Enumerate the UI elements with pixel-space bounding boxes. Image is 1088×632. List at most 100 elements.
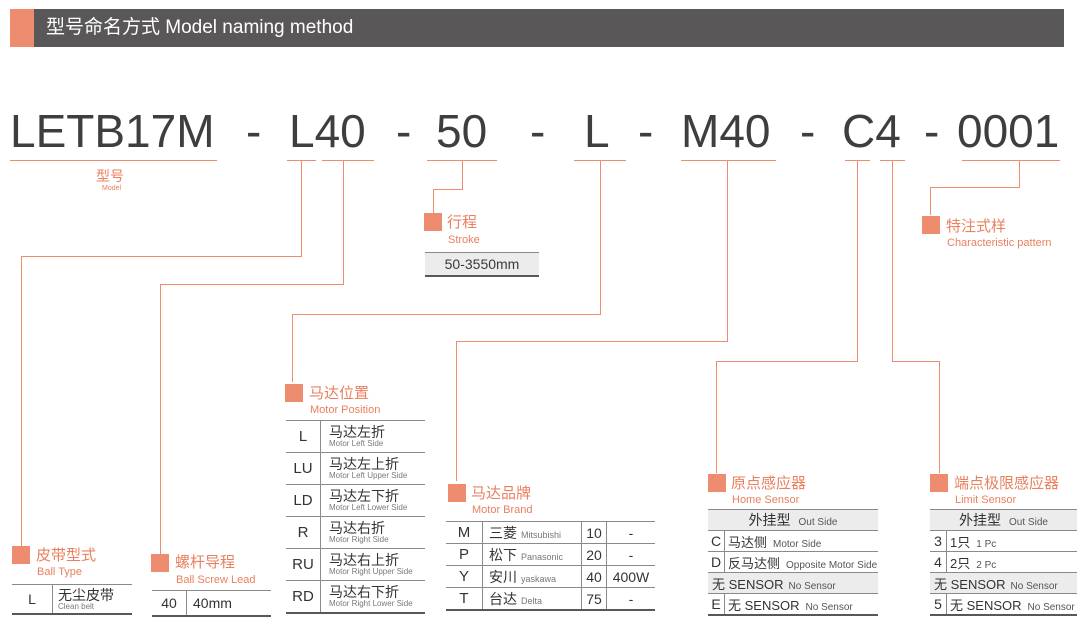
connector-stroke-h	[433, 189, 463, 190]
brand-code: M	[446, 521, 483, 544]
table-row: 无 SENSOR No Sensor	[930, 572, 1077, 594]
limit_sensor-row-code: 3	[930, 530, 947, 552]
brand-size: 75	[581, 587, 607, 611]
connector-brand-v1	[727, 160, 728, 341]
lead-table: 40 40mm	[152, 590, 271, 617]
limit_sensor-head-en: Out Side	[1009, 517, 1048, 528]
home_sensor-row-cn: 无 SENSOR	[712, 576, 784, 592]
home-title-en: Home Sensor	[732, 494, 800, 506]
home_sensor-row-cn: 无 SENSOR	[728, 597, 800, 613]
connector-lead-h	[160, 284, 344, 285]
limit_sensor-row-cn: 2只	[950, 555, 971, 571]
brand-name: 三菱 Mitsubishi	[482, 521, 582, 544]
code-dash-1: -	[246, 105, 262, 157]
stroke-title-cn: 行程	[447, 214, 478, 231]
table-row: 外挂型 Out Side	[930, 509, 1077, 531]
limit_sensor-row-cn: 无 SENSOR	[950, 597, 1022, 613]
brand-power: -	[606, 543, 655, 566]
home_sensor-row-en: Motor Side	[773, 538, 822, 550]
connector-brand-h	[456, 341, 728, 342]
limit_sensor-row-cn: 无 SENSOR	[934, 576, 1006, 592]
home_sensor-row-en: Opposite Motor Side	[786, 559, 878, 571]
code-dash-5: -	[800, 105, 816, 157]
connector-home-v2	[716, 361, 717, 473]
limit_sensor-head: 外挂型 Out Side	[930, 509, 1077, 531]
underline-model	[10, 160, 217, 161]
brand-name-cn: 三菱	[489, 524, 517, 541]
limit-title-en: Limit Sensor	[955, 494, 1017, 506]
code-motor: L40	[289, 105, 366, 157]
brand-code: T	[446, 587, 483, 611]
home_sensor-row-code: E	[708, 593, 725, 616]
home-title-cn: 原点感应器	[731, 475, 807, 492]
brand-name-cn: 松下	[489, 546, 517, 563]
model-label-en: Model	[102, 185, 122, 192]
characteristic-title-en: Characteristic pattern	[947, 237, 1052, 249]
brand-name-en: yaskawa	[521, 573, 557, 584]
limit_sensor-row-desc: 1只 1 Pc	[946, 530, 1077, 552]
position-desc-en: Motor Right Lower Side	[329, 599, 413, 608]
lead-title-cn: 螺杆导程	[175, 554, 236, 571]
position-desc-en: Motor Right Upper Side	[329, 567, 413, 576]
code-stroke: 50	[436, 105, 488, 157]
home_sensor-head-cn: 外挂型	[748, 512, 791, 528]
limit_sensor-row-en: No Sensor	[1027, 601, 1075, 613]
belt-title-en: Ball Type	[37, 566, 83, 578]
stroke-value: 50-3550mm	[425, 252, 539, 277]
limit_sensor-row-en: No Sensor	[1010, 580, 1058, 592]
belt-title-cn: 皮带型式	[36, 547, 97, 564]
code-brand: M40	[681, 105, 771, 157]
code-sensor: C4	[842, 105, 901, 157]
position-desc-cn: 马达右下折	[329, 584, 399, 600]
limit_sensor-head-cn: 外挂型	[959, 512, 1002, 528]
home_sensor-row-code: D	[708, 551, 725, 573]
connector-limit-v1	[892, 160, 893, 361]
model-label-cn: 型号	[96, 168, 124, 184]
connector-belt-v1	[301, 160, 302, 256]
underline-motor-40	[322, 160, 374, 161]
belt-value-en: Clean belt	[58, 601, 95, 611]
position-code: RD	[286, 580, 321, 614]
brand-name-cn: 台达	[489, 590, 517, 607]
characteristic-title-cn: 特注式样	[946, 218, 1007, 235]
limit_sensor-row-cn: 1只	[950, 534, 971, 550]
brand-name-en: Mitsubishi	[521, 529, 562, 540]
connector-char-h	[930, 187, 1020, 188]
belt-table: L 无尘皮带 Clean belt	[12, 584, 132, 615]
limit_sensor-row-en: 1 Pc	[976, 538, 997, 550]
limit-marker	[930, 474, 948, 492]
brand-title-en: Motor Brand	[472, 504, 533, 516]
home-marker	[708, 474, 726, 492]
position-code: LU	[286, 452, 321, 485]
table-row: 40 40mm	[152, 590, 271, 617]
code-dash-4: -	[638, 105, 654, 157]
brand-title-cn: 马达品牌	[471, 485, 532, 502]
brand-power: -	[606, 521, 655, 544]
connector-brand-v2	[456, 341, 457, 481]
limit-title-cn: 端点极限感应器	[954, 475, 1060, 492]
brand-code: Y	[446, 565, 483, 588]
lead-title-en: Ball Screw Lead	[176, 574, 256, 586]
connector-char-v2	[930, 187, 931, 215]
position-desc-cn: 马达右折	[329, 520, 385, 536]
brand-marker	[448, 484, 466, 502]
connector-belt-v2	[21, 256, 22, 546]
position-code: RU	[286, 548, 321, 581]
belt-value: 无尘皮带 Clean belt	[52, 584, 132, 615]
